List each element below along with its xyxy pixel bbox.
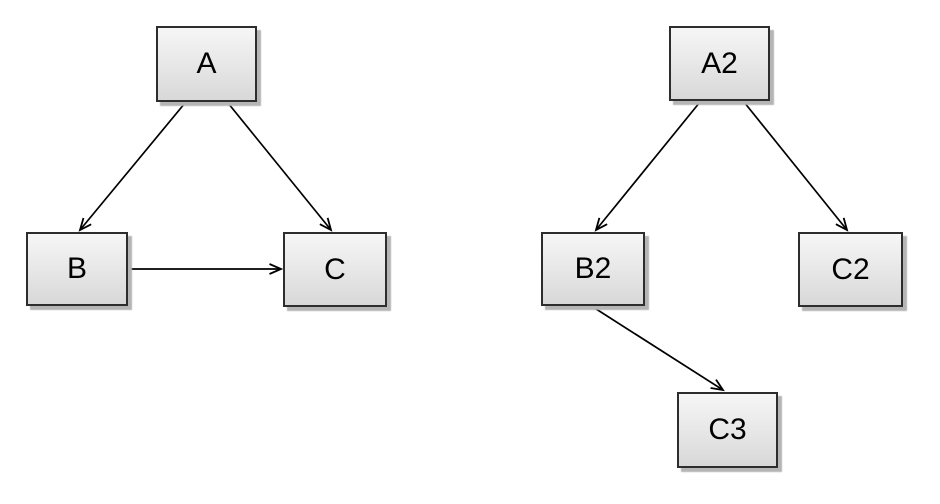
edge-A-B (78, 102, 186, 232)
edge-A2-B2 (594, 101, 701, 232)
node-a: A (156, 26, 257, 102)
node-label-a: A (196, 47, 217, 80)
node-label-c2: C2 (831, 252, 870, 286)
node-a2: A2 (669, 26, 770, 101)
node-b2: B2 (541, 232, 645, 306)
node-b: B (26, 232, 128, 306)
node-c: C (283, 232, 387, 307)
node-label-b2: B2 (574, 252, 612, 285)
node-label-b: B (66, 252, 87, 285)
node-c3: C3 (677, 392, 778, 468)
edge-A-C (227, 102, 333, 232)
node-label-a2: A2 (701, 46, 738, 80)
edge-A2-C2 (743, 101, 849, 232)
node-c2: C2 (798, 232, 903, 307)
edge-B2-C3 (592, 306, 725, 392)
node-label-c: C (324, 252, 346, 286)
node-label-c3: C3 (708, 413, 747, 446)
